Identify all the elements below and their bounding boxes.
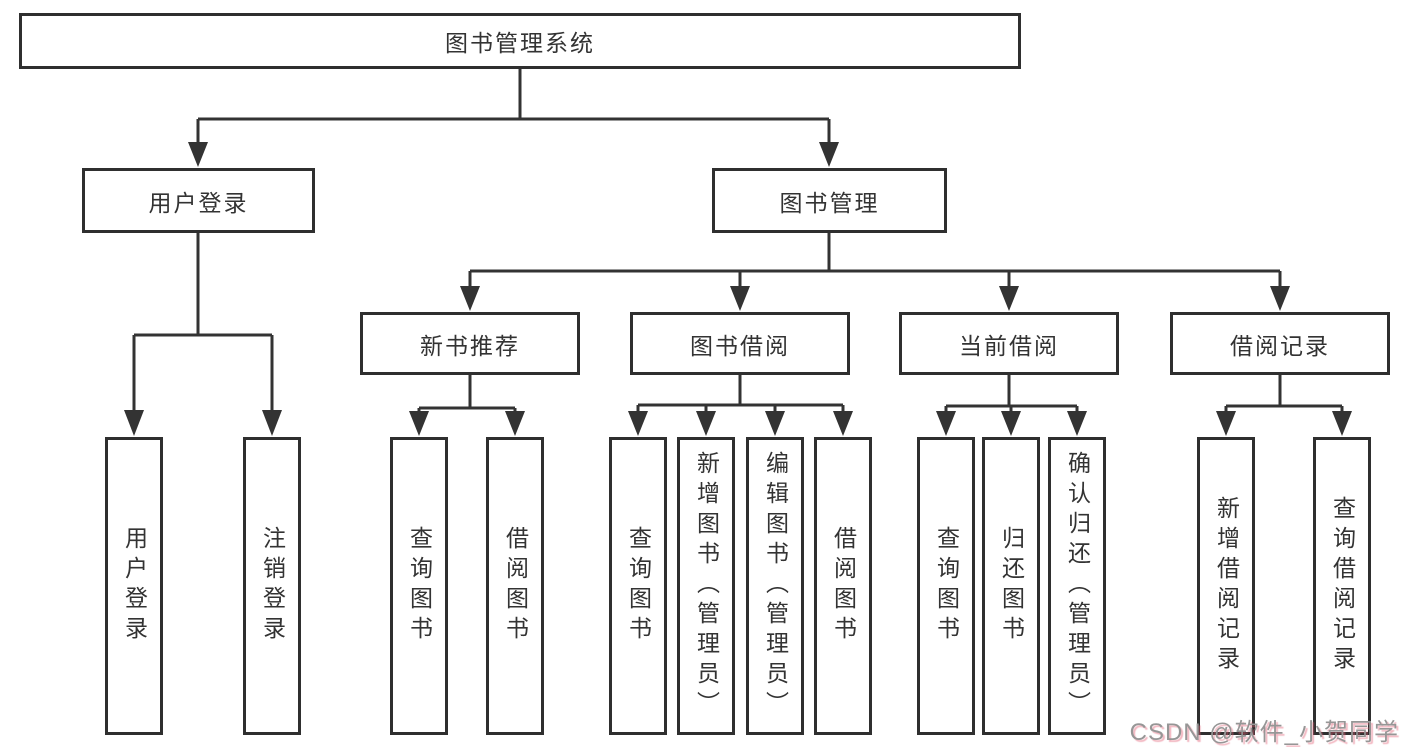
node-new-book-recommend: 新书推荐 [360,312,580,375]
arrow-down-icon [628,411,648,436]
leaf-label: 查询图书 [933,526,960,646]
arrow-down-icon [1332,411,1352,436]
leaf-borrow-borrow-books: 借阅图书 [814,437,872,735]
connector-book-management-to-level3 [460,233,1290,311]
connector-root-to-level2 [188,69,839,167]
leaf-label: 用户登录 [121,526,148,646]
leaf-records-add-record: 新增借阅记录 [1197,437,1255,735]
leaf-newbook-query-books: 查询图书 [390,437,448,735]
node-library-system-root: 图书管理系统 [19,13,1021,69]
arrow-down-icon [999,286,1019,311]
connector-user-login-to-leaves [124,233,282,436]
node-current-borrow: 当前借阅 [899,312,1119,375]
leaf-current-query-books: 查询图书 [917,437,975,735]
node-label: 借阅记录 [1230,332,1330,359]
node-borrow-records: 借阅记录 [1170,312,1390,375]
leaf-current-return-books: 归还图书 [982,437,1040,735]
csdn-watermark: CSDN @软件_小贺同学 [1129,719,1399,746]
node-label: 用户登录 [148,189,249,216]
arrow-down-icon [696,411,716,436]
node-label: 新书推荐 [420,332,520,359]
leaf-label: 新增图书（管理员） [693,451,720,721]
arrow-down-icon [1001,411,1021,436]
leaf-label: 查询借阅记录 [1329,496,1356,676]
node-user-login: 用户登录 [82,168,315,233]
leaf-records-query-record: 查询借阅记录 [1313,437,1371,735]
connector-current-borrow-to-leaves [936,375,1087,436]
arrow-down-icon [833,411,853,436]
leaf-label: 借阅图书 [830,526,857,646]
node-label: 图书管理系统 [445,30,595,56]
leaf-label: 编辑图书（管理员） [762,451,789,721]
arrow-down-icon [1270,286,1290,311]
leaf-label: 确认归还（管理员） [1064,451,1091,721]
arrow-down-icon [188,142,208,167]
node-label: 图书管理 [779,189,880,216]
leaf-logout: 注销登录 [243,437,301,735]
arrow-down-icon [460,286,480,311]
leaf-label: 新增借阅记录 [1213,496,1240,676]
arrow-down-icon [936,411,956,436]
node-label: 当前借阅 [959,332,1059,359]
arrow-down-icon [819,142,839,167]
leaf-newbook-borrow-books: 借阅图书 [486,437,544,735]
connector-book-borrow-to-leaves [628,375,853,436]
leaf-borrow-edit-books-admin: 编辑图书（管理员） [746,437,804,735]
leaf-user-login: 用户登录 [105,437,163,735]
leaf-label: 注销登录 [259,526,286,646]
leaf-borrow-query-books: 查询图书 [609,437,667,735]
arrow-down-icon [730,286,750,311]
leaf-label: 查询图书 [406,526,433,646]
node-book-management: 图书管理 [712,168,947,233]
connector-new-book-to-leaves [409,375,525,436]
leaf-borrow-add-books-admin: 新增图书（管理员） [677,437,735,735]
leaf-current-confirm-return-admin: 确认归还（管理员） [1048,437,1106,735]
leaf-label: 借阅图书 [502,526,529,646]
node-label: 图书借阅 [690,332,790,359]
connector-borrow-records-to-leaves [1216,375,1352,436]
leaf-label: 归还图书 [998,526,1025,646]
arrow-down-icon [262,410,282,436]
arrow-down-icon [1216,411,1236,436]
leaf-label: 查询图书 [625,526,652,646]
arrow-down-icon [765,411,785,436]
arrow-down-icon [409,411,429,436]
arrow-down-icon [505,411,525,436]
node-book-borrow: 图书借阅 [630,312,850,375]
arrow-down-icon [124,410,144,436]
arrow-down-icon [1067,411,1087,436]
